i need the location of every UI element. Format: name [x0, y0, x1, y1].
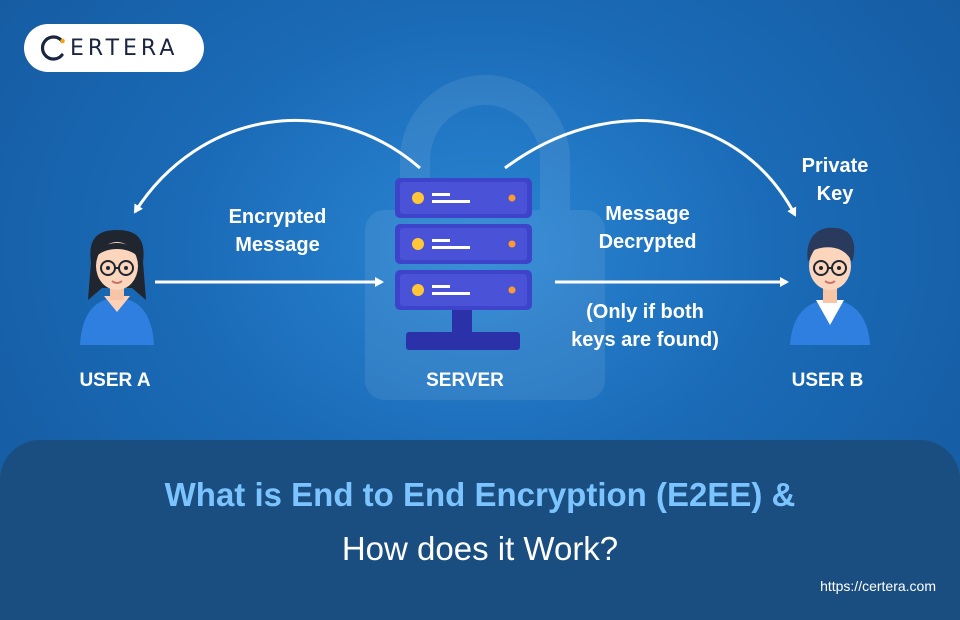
title-line-2: How does it Work?	[341, 530, 619, 567]
server-unit-2	[395, 224, 532, 264]
arrow-server-to-user-a	[133, 118, 421, 214]
user-a-avatar	[80, 230, 154, 345]
server-label: SERVER	[426, 370, 504, 391]
title-banner	[0, 440, 960, 620]
message-decrypted-label: Message Decrypted	[598, 203, 697, 253]
user-b-label: USER B	[791, 370, 864, 391]
server-unit-1	[395, 178, 532, 218]
arrow-server-to-user-b	[504, 119, 797, 217]
logo-text: ERTERA	[70, 35, 179, 61]
footer-url[interactable]: https://certera.com	[820, 578, 936, 594]
title-line-1: What is End to End Encryption (E2EE) &	[164, 476, 796, 513]
user-b-avatar	[790, 227, 870, 345]
server-icon	[395, 178, 532, 350]
only-if-keys-label: (Only if both keys are found)	[571, 301, 719, 351]
private-key-label: Private Key	[801, 155, 869, 205]
encrypted-message-label: Encrypted Message	[228, 206, 327, 256]
user-a-label: USER A	[79, 370, 151, 391]
certera-logo: ERTERA	[24, 24, 204, 72]
logo-mark-icon	[40, 35, 65, 61]
server-unit-3	[395, 270, 532, 310]
